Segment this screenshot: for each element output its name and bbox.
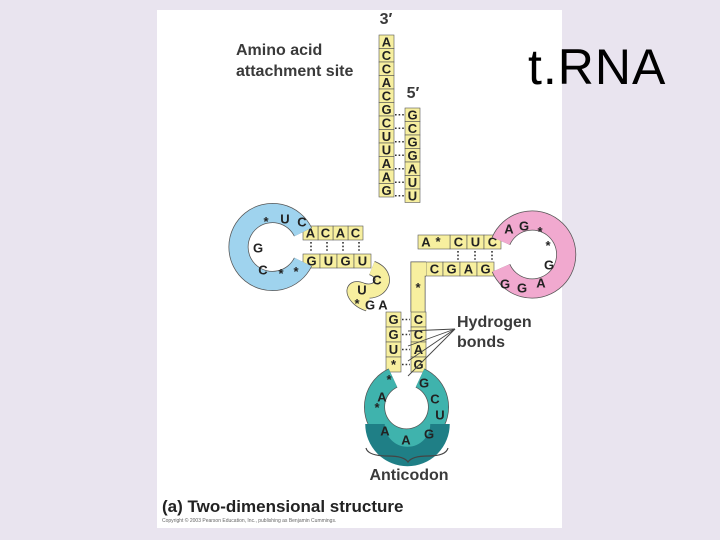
d-stem-top-base: A [336, 226, 346, 241]
modified-base-mark: * [545, 238, 551, 253]
t-stem-bottom-base: A [464, 262, 474, 277]
t-loop-base: G [519, 219, 529, 234]
d-loop-base: C [258, 263, 268, 278]
amino-acid-label-line2: attachment site [236, 63, 353, 80]
amino-acid-label-line1: Amino acid [236, 42, 322, 59]
d-stem-bottom-base: U [324, 254, 333, 269]
variable-loop-base: G [365, 298, 375, 313]
anticodon-label: Anticodon [369, 467, 448, 484]
anticodon-loop-base: G [419, 376, 429, 391]
d-stem-bottom-base: G [340, 254, 350, 269]
anticodon-stem-right-base: G [413, 357, 423, 372]
t-loop-base: A [504, 222, 514, 237]
variable-loop-base: C [372, 273, 382, 288]
anticodon-stem-right-base: C [414, 327, 424, 342]
t-stem-bottom-base: C [430, 262, 440, 277]
d-loop-base: G [253, 241, 263, 256]
hydrogen-bonds-label-line1: Hydrogen [457, 314, 532, 331]
t-loop-base: G [500, 277, 510, 292]
t-stem-connector-base: A [421, 235, 431, 250]
t-stem-top-base: C [454, 235, 464, 250]
anticodon-stem-right-base: A [414, 342, 424, 357]
acceptor-right-base: U [408, 188, 417, 203]
anticodon-stem-right-base: C [414, 312, 424, 327]
anticodon-stem-left-base: G [388, 327, 398, 342]
anticodon-base: G [424, 427, 434, 442]
d-stem-top-base: C [351, 226, 361, 241]
anticodon-loop-base: C [430, 392, 440, 407]
d-stem-top-base: C [321, 226, 331, 241]
t-loop-base: G [517, 281, 527, 296]
anticodon-stem-left-base: U [389, 342, 398, 357]
anticodon-base: A [401, 433, 411, 448]
t-loop-base: G [544, 258, 554, 273]
variable-loop-base: A [378, 298, 388, 313]
copyright-text: Copyright © 2003 Pearson Education, Inc.… [162, 517, 336, 524]
t-stem-top-base: U [471, 235, 480, 250]
d-loop-base: U [280, 212, 289, 227]
d-stem-bottom-base: U [358, 254, 367, 269]
slide-title: t.RNA [528, 38, 666, 96]
three-prime-label: 3′ [380, 11, 393, 28]
figure-caption: (a) Two-dimensional structure [162, 497, 404, 516]
t-stem-bottom-base: G [480, 262, 490, 277]
t-loop-base: A [536, 276, 546, 291]
t-stem-bottom-base: G [446, 262, 456, 277]
hydrogen-bonds-label-line2: bonds [457, 334, 505, 351]
acceptor-left-base: G [381, 183, 391, 198]
anticodon-base: A [380, 424, 390, 439]
anticodon-stem-left-base: G [388, 312, 398, 327]
anticodon-loop-base: U [435, 408, 444, 423]
five-prime-label: 5′ [407, 85, 420, 102]
d-loop-base: C [297, 215, 307, 230]
